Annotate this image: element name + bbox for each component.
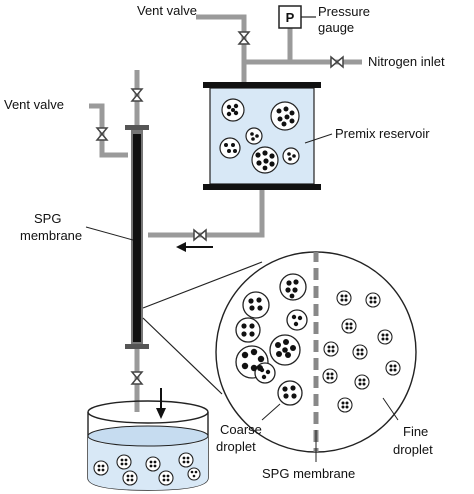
reservoir-outlet-pipe: [148, 190, 265, 238]
reservoir-top-plate: [203, 82, 321, 88]
fine-droplet-label-1: Fine: [403, 424, 428, 439]
top-vent-pipe: [196, 14, 247, 82]
premix-leader: [304, 133, 333, 144]
nitrogen-inlet-label: Nitrogen inlet: [368, 54, 445, 69]
zoom-line-bottom: [142, 317, 223, 395]
collection-beaker: [87, 400, 209, 491]
feed-flow-arrow: [176, 242, 213, 252]
zoom-inset: [215, 251, 417, 453]
fine-droplet-label-2: droplet: [393, 442, 433, 457]
left-vent-valve: [96, 127, 108, 141]
vent-valve-left-label: Vent valve: [4, 97, 64, 112]
vent-valve-top-label: Vent valve: [137, 3, 197, 18]
spg-membrane-left-label-2: membrane: [20, 228, 82, 243]
fine-droplets: [322, 290, 401, 413]
left-vent-pipe: [89, 103, 128, 158]
pressure-gauge-label-2: gauge: [318, 20, 354, 35]
column-bottom-flange: [125, 344, 149, 349]
spg-left-leader: [85, 226, 134, 241]
premix-reservoir-label: Premix reservoir: [335, 126, 430, 141]
coarse-leader: [261, 403, 281, 421]
premix-reservoir: [203, 82, 321, 190]
zoom-line-top: [142, 261, 263, 309]
column-bottom-valve: [131, 371, 143, 385]
fine-leader: [382, 397, 399, 421]
spg-membrane-left-label-1: SPG: [34, 211, 61, 226]
column-top-valve: [131, 88, 143, 102]
coarse-droplet-label-2: droplet: [216, 439, 256, 454]
nitrogen-valve: [330, 56, 344, 68]
pressure-gauge-symbol: P: [286, 10, 295, 25]
spg-membrane-tube: [133, 134, 141, 342]
outflow-arrow: [156, 388, 166, 419]
membrane-column: [125, 125, 149, 349]
beaker-rim: [87, 400, 209, 424]
reservoir-bottom-plate: [203, 184, 321, 190]
top-vent-valve: [238, 31, 250, 45]
spg-membrane-bottom-label: SPG membrane: [262, 466, 355, 481]
coarse-droplet-label-1: Coarse: [220, 422, 262, 437]
feed-valve: [193, 229, 207, 241]
column-top-flange: [125, 125, 149, 130]
pressure-gauge-label-1: Pressure: [318, 4, 370, 19]
